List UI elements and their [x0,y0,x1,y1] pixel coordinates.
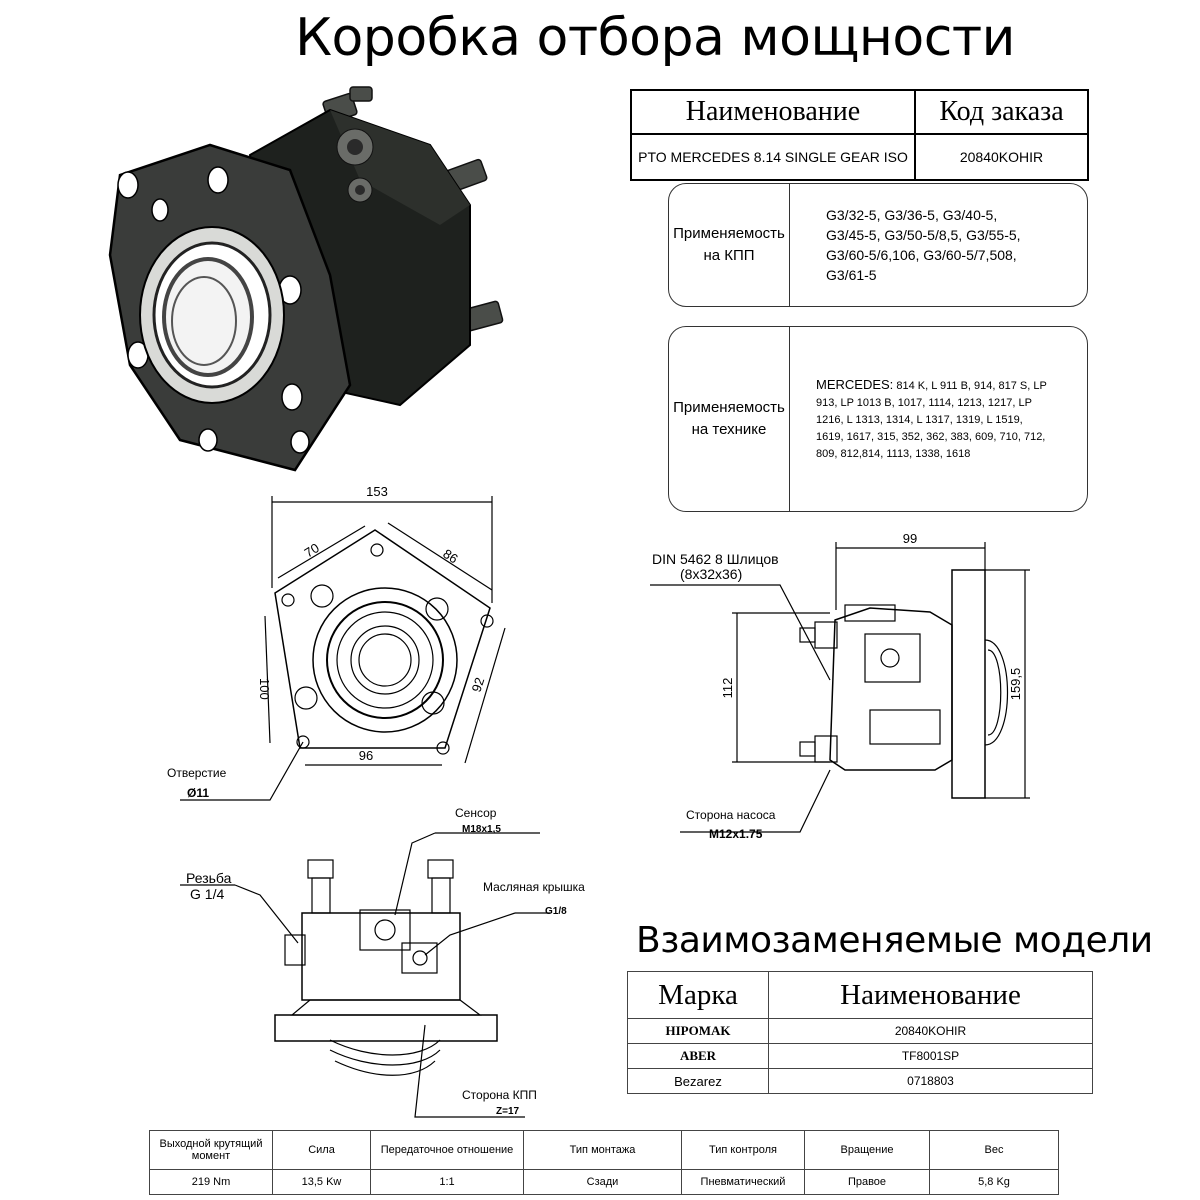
interchangeable-table: Марка Наименование HIPOMAK 20840KOHIR AB… [627,971,1093,1094]
top-view-drawing [180,832,550,1118]
interchangeable-title: Взаимозаменяемые модели [636,920,1153,961]
table-row: ABER TF8001SP [627,1043,1093,1069]
order-cell-name: PTO MERCEDES 8.14 SINGLE GEAR ISO [630,133,916,181]
pto-3d-render [108,86,504,472]
dim-100: 100 [257,678,272,700]
front-view-drawing: 153 70 86 100 92 96 [180,484,506,801]
table-row: HIPOMAK 20840KOHIR [627,1018,1093,1044]
specs-header-row: Выходной крутящий момент Сила Передаточн… [149,1130,1059,1170]
dim-112: 112 [720,678,735,699]
hole-label: Отверстие [167,766,227,780]
gearbox-side-label: Сторона КПП [462,1088,537,1102]
dim-86: 86 [440,546,460,566]
side-view-drawing: 99 112 159,5 [650,531,1030,833]
order-table: Наименование Код заказа PTO MERCEDES 8.1… [630,89,1089,181]
pump-label: Сторона насоса [686,808,776,822]
dim-159-5: 159,5 [1008,668,1023,701]
dim-96: 96 [359,748,373,763]
oil-cap-value: G1/8 [545,906,567,917]
dim-153: 153 [366,484,388,499]
specs-value-row: 219 Nm 13,5 Kw 1:1 Сзади Пневматический … [149,1169,1059,1195]
models-header-brand: Марка [627,971,769,1019]
applicability-vehicle-list: MERCEDES: 814 K, L 911 B, 914, 817 S, LP… [816,376,1047,460]
dim-99: 99 [903,531,917,546]
dim-70: 70 [302,540,322,560]
table-row: Bezarez 0718803 [627,1068,1093,1094]
applicability-gearbox-list: G3/32-5, G3/36-5, G3/40-5, G3/45-5, G3/5… [826,207,1021,283]
oil-cap-label: Масляная крышка [483,880,585,894]
gearbox-side-value: Z=17 [496,1106,520,1117]
sensor-value: M18x1,5 [462,824,501,835]
page-title: Коробка отбора мощности [295,8,1015,68]
order-cell-code: 20840KOHIR [914,133,1089,181]
specs-table: Выходной крутящий момент Сила Передаточн… [149,1130,1059,1195]
thread-label: Резьба G 1/4 [186,870,232,902]
models-header-name: Наименование [768,971,1093,1019]
order-header-name: Наименование [630,89,916,135]
hole-value: Ø11 [187,786,210,800]
order-header-code: Код заказа [914,89,1089,135]
spline-label: DIN 5462 8 Шлицов (8x32x36) [652,551,779,582]
pump-value: M12x1.75 [709,827,763,841]
sensor-label: Сенсор [455,806,497,820]
dim-92: 92 [469,676,488,694]
